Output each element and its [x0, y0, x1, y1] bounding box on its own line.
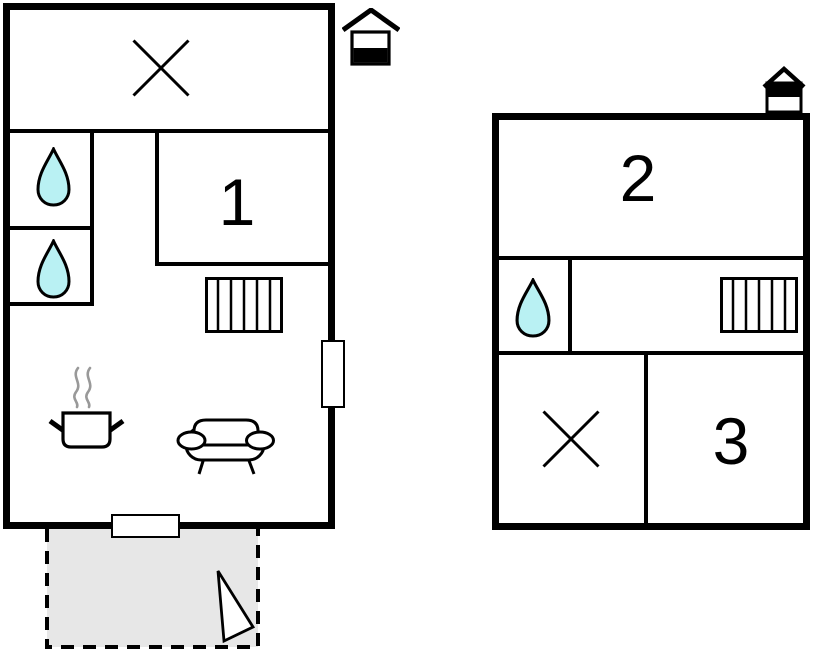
interior-wall: [499, 256, 803, 260]
steam-icon: [85, 366, 92, 409]
entrance-door-icon: [111, 514, 180, 538]
water-drop-icon: [515, 278, 551, 338]
interior-wall: [10, 129, 328, 133]
room-label-2: 2: [619, 141, 657, 215]
cooking-pot-steam-icon: [48, 366, 125, 449]
storey-indicator-house-lower-icon: [342, 8, 400, 66]
sofa-icon: [176, 418, 275, 475]
cross-mark-icon: [542, 410, 600, 468]
room-label-3: 3: [712, 404, 750, 478]
water-drop-icon: [36, 239, 71, 299]
interior-wall: [155, 129, 159, 266]
steam-icon: [73, 366, 80, 409]
room-label-1: 1: [218, 165, 256, 239]
water-drop-icon: [36, 147, 71, 207]
terrace: [45, 529, 260, 649]
interior-wall: [499, 351, 803, 355]
interior-wall: [644, 351, 648, 523]
interior-wall: [90, 129, 94, 306]
direction-triangle-icon: [216, 570, 256, 644]
stairs-icon: [205, 277, 283, 333]
interior-wall: [155, 262, 328, 266]
interior-wall: [568, 256, 572, 355]
storey-indicator-house-upper-icon: [762, 65, 806, 114]
terrace-dashed-border: [45, 529, 260, 649]
window-icon: [321, 340, 345, 408]
interior-wall: [10, 226, 94, 230]
stairs-icon: [720, 277, 798, 333]
interior-wall: [10, 302, 94, 306]
cross-mark-icon: [132, 39, 190, 97]
